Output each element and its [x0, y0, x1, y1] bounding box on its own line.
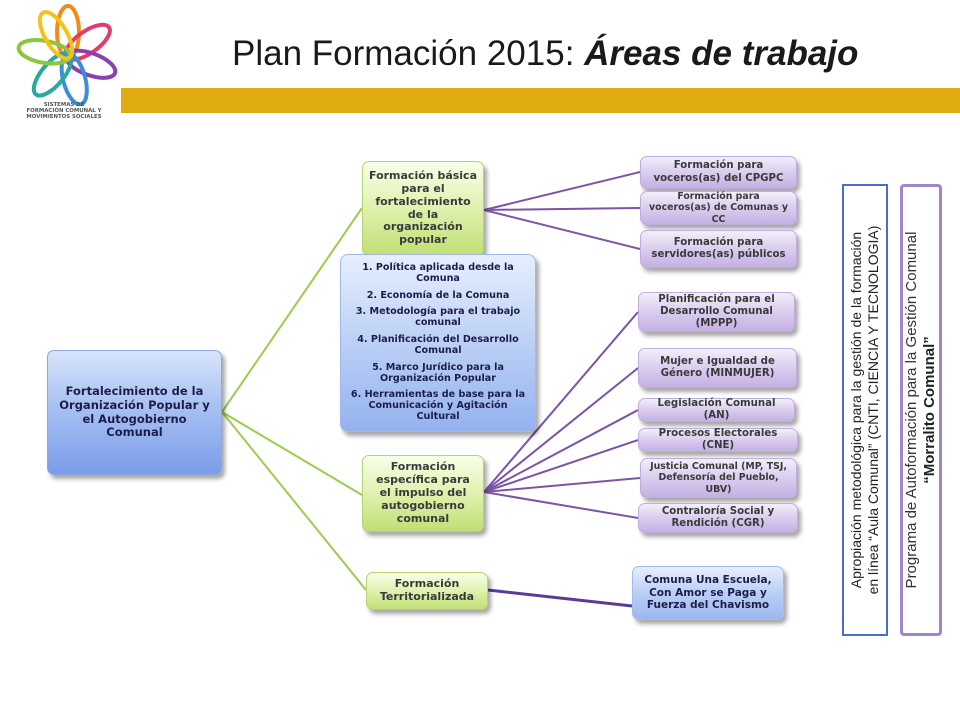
connector-basica-leaf-3 — [483, 209, 641, 250]
aula-panel-line-2: en línea “Aula Comunal” (CNTI, CIENCIA Y… — [865, 225, 881, 595]
connector-especifica-leaf-6 — [483, 491, 639, 519]
topic-item: 3. Metodología para el trabajo comunal — [355, 306, 521, 329]
basica-leaf-3: Formación para servidores(as) públicos — [640, 230, 797, 268]
logo-line-2: FORMACIÓN COMUNAL Y — [26, 108, 102, 114]
connector-basica-leaf-1 — [483, 171, 641, 211]
aula-panel-line-1: Apropiación metodológica para la gestión… — [848, 231, 865, 589]
connector-root-basica — [221, 207, 363, 413]
especifica-leaf-6: Contraloría Social y Rendición (CGR) — [638, 503, 798, 533]
title-bold: Áreas de trabajo — [584, 34, 859, 73]
connector-especifica-leaf-2 — [483, 367, 639, 493]
branch-basica-node: Formación básica para el fortalecimiento… — [362, 161, 484, 256]
connector-especifica-leaf-3 — [483, 409, 639, 493]
logo-line-3: MOVIMIENTOS SOCIALES — [26, 114, 102, 120]
topic-item: 1. Política aplicada desde la Comuna — [362, 262, 514, 284]
basica-leaf-2: Formación para voceros(as) de Comunas y … — [640, 191, 797, 225]
root-node: Fortalecimiento de la Organización Popul… — [47, 350, 222, 475]
morralito-comunal-panel: Programa de Autoformación para la Gestió… — [900, 184, 942, 636]
flower-logo-icon — [16, 4, 118, 107]
title-regular: Plan Formación 2015: — [232, 34, 585, 73]
connector-basica-leaf-2 — [483, 207, 641, 211]
page-title: Plan Formación 2015: Áreas de trabajo — [232, 34, 858, 74]
especifica-leaf-2: Mujer e Igualdad de Género (MINMUJER) — [638, 348, 797, 388]
aula-comunal-panel: Apropiación metodológica para la gestión… — [842, 184, 888, 636]
territorial-leaf: Comuna Una Escuela, Con Amor se Paga y F… — [632, 566, 784, 620]
topic-item: 6. Herramientas de base para la Comunica… — [350, 389, 526, 423]
connector-root-territorial — [221, 411, 367, 591]
logo-text: SISTEMAS DE FORMACIÓN COMUNAL Y MOVIMIEN… — [2, 102, 126, 120]
topic-item: 2. Economía de la Comuna — [366, 289, 510, 301]
logo-line-1: SISTEMAS DE — [43, 102, 85, 108]
especifica-leaf-1: Planificación para el Desarrollo Comunal… — [638, 292, 795, 332]
basica-leaf-1: Formación para voceros(as) del CPGPC — [640, 156, 797, 189]
morralito-panel-line-2: “Morralito Comunal” — [921, 336, 938, 484]
connector-root-especifica — [221, 411, 363, 496]
branch-especifica-node: Formación específica para el impulso del… — [362, 455, 484, 532]
branch-territorial-node: Formación Territorializada — [366, 572, 488, 610]
especifica-leaf-4: Procesos Electorales (CNE) — [638, 428, 798, 452]
especifica-leaf-3: Legislación Comunal (AN) — [638, 398, 795, 422]
title-accent-bar — [121, 88, 960, 113]
especifica-leaf-5: Justicia Comunal (MP, TSJ, Defensoría de… — [640, 458, 797, 498]
logo — [6, 2, 130, 128]
connector-especifica-leaf-5 — [483, 477, 641, 493]
morralito-panel-line-1: Programa de Autoformación para la Gestió… — [903, 231, 920, 589]
topic-item: 4. Planificación del Desarrollo Comunal — [357, 333, 519, 356]
connector-especifica-leaf-1 — [483, 311, 639, 493]
topics-list: 1. Política aplicada desde la Comuna 2. … — [340, 254, 536, 432]
topic-item: 5. Marco Jurídico para la Organización P… — [372, 361, 504, 384]
connector-especifica-leaf-4 — [483, 439, 639, 493]
connector-territorial-leaf — [487, 588, 633, 608]
